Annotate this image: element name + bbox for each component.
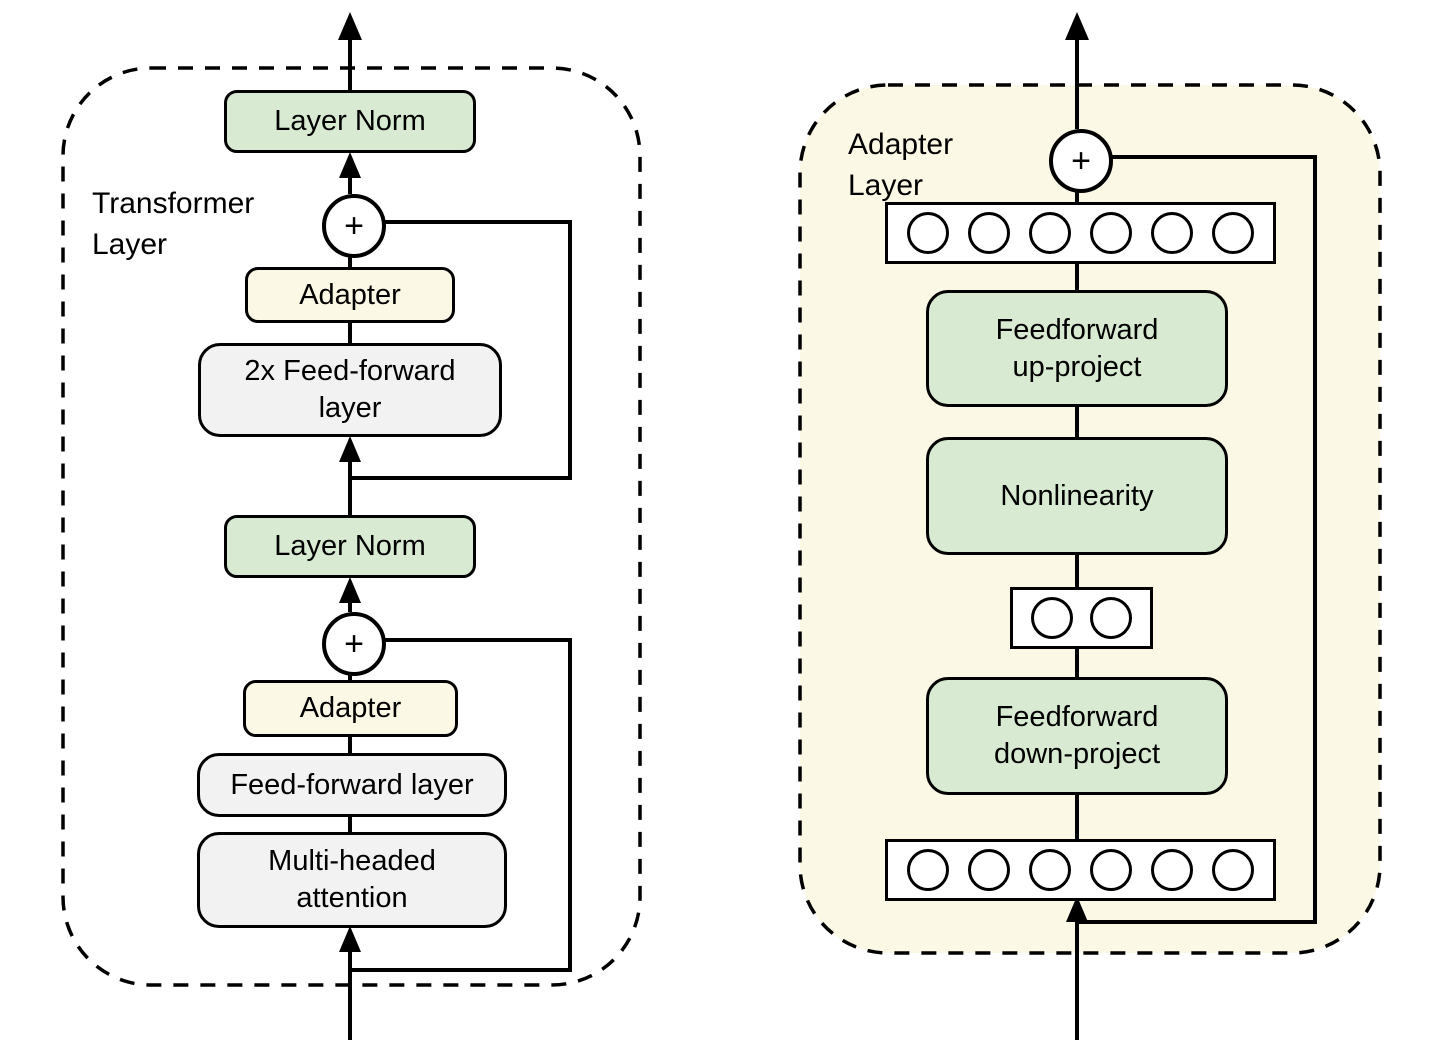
feed-forward-2x-block: 2x Feed-forward layer [198,343,502,437]
arrow-up-icon [1065,12,1089,40]
arrow-up-icon [339,577,361,603]
unit-circle [907,212,949,254]
layer-norm-bottom-block: Layer Norm [224,515,476,578]
feature-vector-top [885,202,1276,264]
multi-headed-attention-block: Multi-headed attention [197,832,507,928]
add-node-top-left: + [322,194,386,258]
transformer-layer-label: Transformer Layer [92,187,255,261]
feedforward-down-project-block: Feedforward down-project [926,677,1228,795]
unit-circle [1212,212,1254,254]
arrow-up-icon [1066,896,1088,922]
nonlinearity-block: Nonlinearity [926,437,1228,555]
feature-vector-bottom [885,839,1276,901]
plus-icon: + [344,625,364,663]
left-panel-arrowheads [338,12,362,952]
unit-circle [1090,849,1132,891]
left-upper-skip-connection-line [350,220,572,480]
unit-circle [1090,212,1132,254]
add-node-bottom-left: + [322,612,386,676]
right-panel-wires [1075,36,1317,1040]
arrow-up-icon [339,926,361,952]
layer-norm-top-block: Layer Norm [224,90,476,153]
feedforward-up-project-block: Feedforward up-project [926,290,1228,407]
arrow-up-icon [339,436,361,462]
unit-circle [968,212,1010,254]
unit-circle [1090,597,1133,639]
feed-forward-block: Feed-forward layer [197,753,507,817]
unit-circle [1151,212,1193,254]
unit-circle [907,849,949,891]
arrow-up-icon [338,12,362,40]
add-node-right: + [1049,129,1113,193]
bottleneck-vector [1010,587,1153,649]
plus-icon: + [1071,142,1091,180]
unit-circle [968,849,1010,891]
unit-circle [1029,212,1071,254]
unit-circle [1030,597,1073,639]
right-skip-connection-line [1077,155,1317,924]
adapter-top-block: Adapter [245,267,455,323]
unit-circle [1212,849,1254,891]
adapter-layer-label: Adapter Layer [848,128,954,202]
unit-circle [1029,849,1071,891]
plus-icon: + [344,207,364,245]
left-panel-wires [348,36,572,1040]
adapter-bottom-block: Adapter [243,680,458,737]
unit-circle [1151,849,1193,891]
right-panel-arrowheads [1065,12,1089,922]
left-lower-skip-connection-line [350,638,572,972]
arrow-up-icon [339,152,361,178]
